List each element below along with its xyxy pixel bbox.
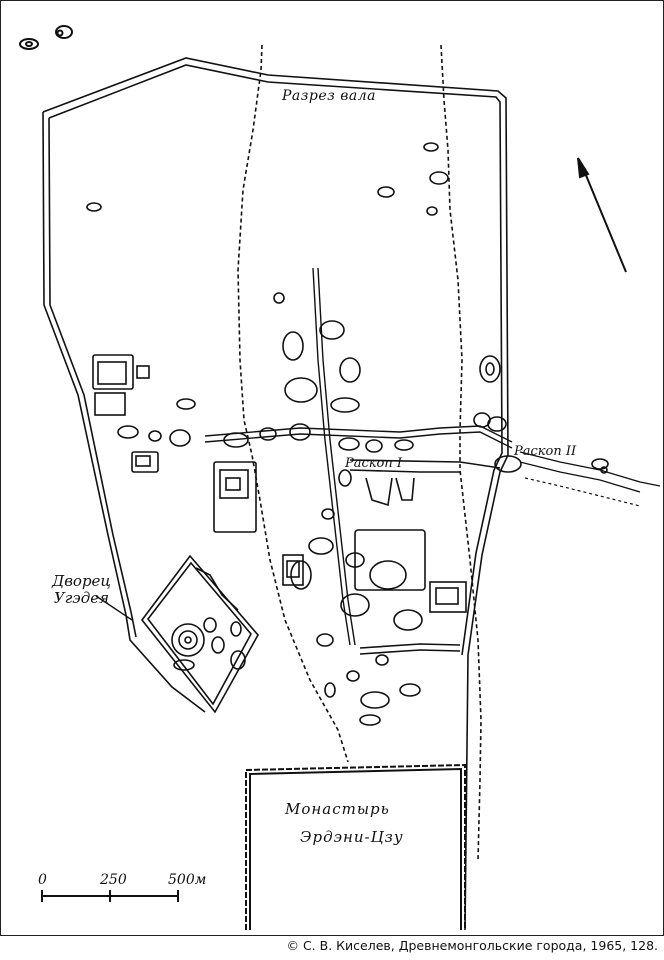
scale-tick-250: 250: [100, 872, 127, 888]
monastery-wall: [245, 763, 466, 930]
palace-enclosure: [140, 554, 259, 714]
scale-tick-0: 0: [38, 872, 47, 888]
label-wall-section: Разрез вала: [282, 88, 376, 104]
label-excavation-2: Раскоп II: [514, 444, 577, 459]
east-west-road: [204, 425, 513, 449]
label-monastery-2: Эрдэни-Цзу: [300, 828, 404, 846]
palace-pointer: [95, 595, 133, 621]
north-arrow-icon: [577, 157, 627, 273]
corner-ruins: [19, 25, 73, 50]
map-frame: Разрез вала Раскоп I Раскоп II Дворец Уг…: [0, 0, 664, 936]
label-monastery: Монастырь: [285, 800, 390, 818]
east-road: [519, 451, 661, 493]
west-enclosures: [92, 354, 257, 533]
label-palace: Дворец Угэдея: [52, 572, 111, 607]
label-excavation-1: Раскоп I: [345, 456, 403, 471]
excavation-1-area: [282, 459, 501, 655]
central-road: [312, 267, 356, 646]
scale-bar: [41, 890, 179, 902]
scale-tick-500: 500м: [168, 872, 207, 888]
dotted-track: [524, 477, 641, 507]
map-drawing: [0, 0, 664, 936]
copyright-credit: © С. В. Киселев, Древнемонгольские город…: [286, 938, 658, 953]
